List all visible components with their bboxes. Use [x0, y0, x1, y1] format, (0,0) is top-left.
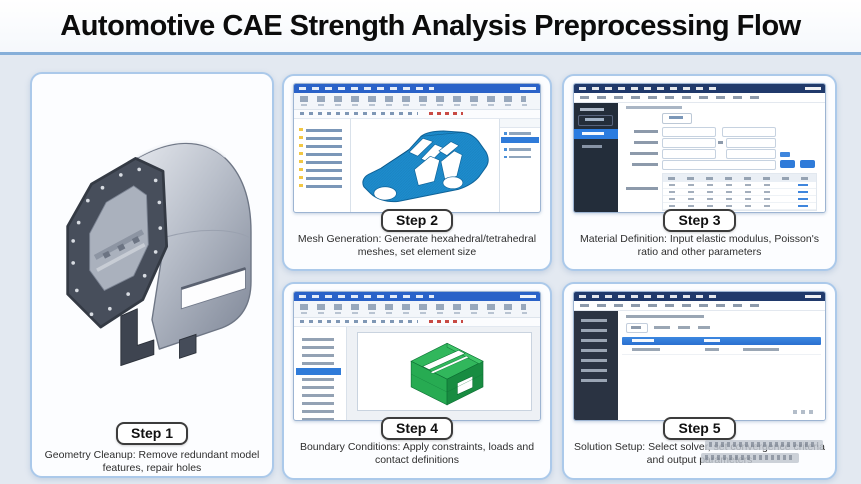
step5-badge: Step 5: [663, 417, 736, 440]
window-body: [574, 311, 825, 420]
table-data-row: [622, 346, 821, 355]
step2-caption: Mesh Generation: Generate hexahedral/tet…: [297, 233, 537, 259]
gray-cad-housing-model: [66, 140, 252, 367]
step2-badge-row: Step 2: [284, 209, 550, 232]
step3-caption: Material Definition: Input elastic modul…: [580, 233, 819, 259]
add-button: [662, 113, 692, 124]
step3-badge-row: Step 3: [564, 209, 835, 232]
input-field: [662, 138, 716, 148]
table-header-row: [663, 174, 816, 182]
window-titlebar-menu: [294, 292, 540, 301]
step1-panel: Step 1 Geometry Cleanup: Remove redundan…: [30, 72, 274, 478]
toolbar-label: [654, 326, 670, 329]
step5-panel: Step 5 Solution Setup: Select solver, se…: [562, 282, 837, 480]
step2-panel: Step 2 Mesh Generation: Generate hexahed…: [282, 74, 552, 271]
input-field: [726, 138, 776, 148]
step3-panel: Step 3 Material Definition: Input elasti…: [562, 74, 837, 271]
info-tag: [780, 152, 790, 157]
parts-list-selected-row: [501, 137, 539, 143]
toolbar-label: [678, 326, 690, 329]
input-field: [662, 149, 716, 159]
step4-badge-row: Step 4: [284, 417, 550, 440]
watermark-overlay: [701, 453, 799, 463]
sidebar-item-boxed: [578, 115, 613, 126]
nav-sidebar: [574, 103, 618, 212]
sidebar-item: [582, 145, 602, 148]
window-body: [574, 103, 825, 212]
table-row: [663, 203, 816, 210]
parts-list-header: [500, 119, 540, 128]
green-block-model: [410, 342, 484, 406]
table-row: [663, 189, 816, 196]
window-menubar: [574, 93, 825, 103]
table-label: [626, 187, 658, 190]
solution-app-window: [573, 291, 826, 421]
toolbar-label: [698, 326, 710, 329]
step4-badge: Step 4: [380, 417, 453, 440]
viewport-canvas: [351, 119, 499, 212]
table-header-bar: [622, 337, 821, 345]
window-toolbar-secondary: [294, 110, 540, 119]
watermark-overlay: [705, 440, 823, 450]
field-label: [630, 152, 658, 155]
nav-sidebar-tree: [574, 311, 618, 420]
boundary-list-selected-row: [296, 368, 341, 375]
select-field: [722, 127, 776, 137]
page-title: Automotive CAE Strength Analysis Preproc…: [60, 9, 801, 42]
window-titlebar-menu: [294, 84, 540, 93]
boundary-list: [294, 327, 347, 420]
sidebar-item-selected: [574, 129, 618, 139]
model-tree: [294, 119, 351, 212]
window-body: [294, 119, 540, 212]
mesh-app-window: [293, 83, 541, 213]
car-body-mesh-model: [362, 130, 489, 203]
table-row: [663, 182, 816, 189]
input-field: [662, 127, 716, 137]
window-titlebar-menu: [574, 84, 825, 93]
secondary-button: [800, 160, 815, 168]
workspace: [347, 327, 540, 420]
window-toolbar-secondary: [294, 318, 540, 327]
field-label: [634, 130, 658, 133]
step1-badge: Step 1: [115, 422, 188, 445]
step3-badge: Step 3: [663, 209, 736, 232]
parts-list-panel: [499, 119, 540, 212]
step4-panel: Step 4 Boundary Conditions: Apply constr…: [282, 282, 552, 480]
sidebar-item: [580, 108, 604, 111]
material-app-window: [573, 83, 826, 213]
window-body: [294, 327, 540, 420]
unit-label: [718, 141, 723, 144]
boundary-app-window: [293, 291, 541, 421]
window-titlebar-menu: [574, 292, 825, 301]
breadcrumb: [626, 315, 704, 318]
window-menubar: [574, 301, 825, 311]
window-toolbar: [294, 301, 540, 318]
material-form-area: [618, 103, 825, 212]
wide-input-field: [662, 160, 776, 170]
pagination: [793, 410, 817, 414]
breadcrumb: [626, 106, 682, 109]
new-task-button: [626, 323, 648, 333]
viewport-canvas: [357, 332, 532, 411]
step1-badge-row: Step 1: [32, 422, 272, 445]
table-row: [663, 196, 816, 203]
select-field: [726, 149, 776, 159]
material-parameters-table: [662, 173, 817, 211]
step1-caption: Geometry Cleanup: Remove redundant model…: [44, 449, 260, 475]
field-label: [634, 141, 658, 144]
step4-caption: Boundary Conditions: Apply constraints, …: [299, 441, 535, 467]
solution-list-area: [618, 311, 825, 420]
geometry-model-view: [42, 88, 262, 414]
step2-badge: Step 2: [380, 209, 453, 232]
step5-badge-row: Step 5: [564, 417, 835, 440]
field-label: [632, 163, 658, 166]
header: Automotive CAE Strength Analysis Preproc…: [0, 0, 861, 55]
primary-button: [780, 160, 795, 168]
window-toolbar: [294, 93, 540, 110]
